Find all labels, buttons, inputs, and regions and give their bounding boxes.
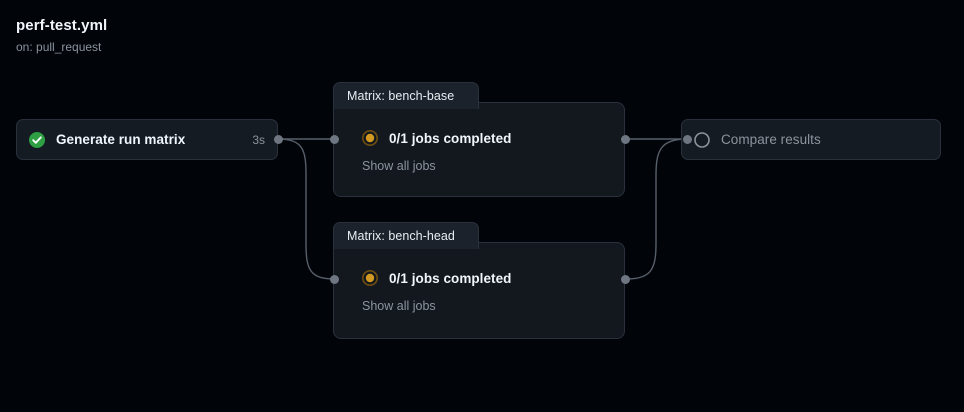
group-output-handle-matrix-bench-head[interactable] [621,274,630,284]
node-input-handle-compare-results[interactable] [683,134,692,144]
workflow-trigger: on: pull_request [16,40,102,54]
group-matrix-bench-head [333,242,625,339]
pending-circle-icon [694,131,710,148]
group-tab-label: Matrix: bench-head [347,229,455,243]
show-all-jobs-link-matrix-bench-head[interactable]: Show all jobs [362,299,436,313]
node-output-handle-generate-run-matrix[interactable] [274,134,283,144]
group-input-handle-matrix-bench-head[interactable] [330,274,339,284]
group-matrix-bench-base [333,102,625,197]
group-tab-matrix-bench-head[interactable]: Matrix: bench-head [333,222,479,249]
workflow-title: perf-test.yml [16,17,108,34]
group-status-label: 0/1 jobs completed [389,130,512,146]
node-label: Generate run matrix [56,132,186,147]
group-tab-label: Matrix: bench-base [347,89,455,103]
node-generate-run-matrix[interactable]: Generate run matrix 3s [16,119,278,160]
show-all-jobs-link-matrix-bench-base[interactable]: Show all jobs [362,159,436,173]
group-status-row-matrix-bench-base[interactable]: 0/1 jobs completed [362,130,511,146]
node-duration: 3s [252,132,265,147]
edge-generate-to-bench-head [277,138,335,280]
group-status-row-matrix-bench-head[interactable]: 0/1 jobs completed [362,270,511,286]
node-compare-results[interactable]: Compare results [681,119,941,160]
group-output-handle-matrix-bench-base[interactable] [621,134,630,144]
in-progress-circle-icon [362,270,378,286]
group-input-handle-matrix-bench-base[interactable] [330,134,339,144]
in-progress-circle-icon [362,130,378,146]
group-status-label: 0/1 jobs completed [389,270,512,286]
edge-bench-head-to-compare [626,138,688,280]
workflow-header: perf-test.yml on: pull_request [16,16,436,56]
group-tab-matrix-bench-base[interactable]: Matrix: bench-base [333,82,479,109]
node-label: Compare results [721,132,821,147]
check-circle-icon [29,131,45,148]
